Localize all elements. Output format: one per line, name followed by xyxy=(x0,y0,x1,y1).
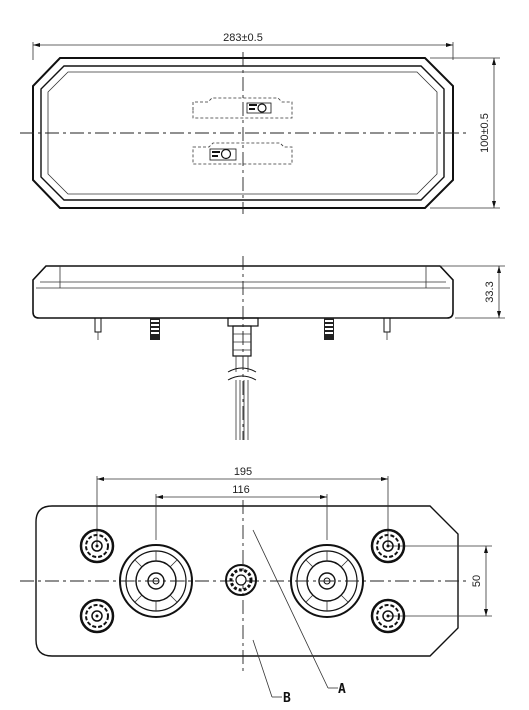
vertical-spacing-dimension-label: 50 xyxy=(471,575,483,587)
back-body xyxy=(35,505,459,657)
side-body xyxy=(32,265,454,319)
ribbed-boss-right xyxy=(290,544,364,618)
outer-spacing-dimension: 195 xyxy=(96,466,389,545)
mounting-boss-bottom-left xyxy=(79,598,115,634)
mounting-boss-bottom-right xyxy=(370,598,406,634)
mounting-boss-top-left xyxy=(79,528,115,564)
inner-spacing-dimension: 116 xyxy=(155,484,328,540)
depth-dimension: 33.3 xyxy=(440,265,505,319)
depth-dimension-label: 33.3 xyxy=(484,281,496,302)
inner-spacing-dimension-label: 116 xyxy=(232,484,250,496)
ribbed-boss-left xyxy=(119,544,193,618)
vertical-spacing-dimension: 50 xyxy=(388,545,492,617)
callout-a: A xyxy=(252,529,346,697)
callout-b-label: B xyxy=(283,691,291,706)
lamp-outline xyxy=(32,57,454,209)
central-connector xyxy=(225,564,257,596)
callout-b: B xyxy=(252,639,291,706)
height-dimension: 100±0.5 xyxy=(430,57,500,209)
height-dimension-label: 100±0.5 xyxy=(479,113,491,153)
outer-spacing-dimension-label: 195 xyxy=(234,466,252,478)
side-view: 33.3 xyxy=(32,256,505,440)
width-dimension: 283±0.5 xyxy=(32,32,454,60)
width-dimension-label: 283±0.5 xyxy=(223,32,263,44)
label-plate-lower xyxy=(192,142,293,165)
label-plate-upper xyxy=(192,97,293,119)
mounting-studs xyxy=(94,317,391,340)
mounting-boss-top-right xyxy=(370,528,406,564)
top-view: 283±0.5 100±0. xyxy=(20,32,500,214)
lamp-lens-outline xyxy=(40,65,445,201)
back-view: 195 116 50 xyxy=(20,466,492,706)
callout-a-label: A xyxy=(338,682,346,697)
